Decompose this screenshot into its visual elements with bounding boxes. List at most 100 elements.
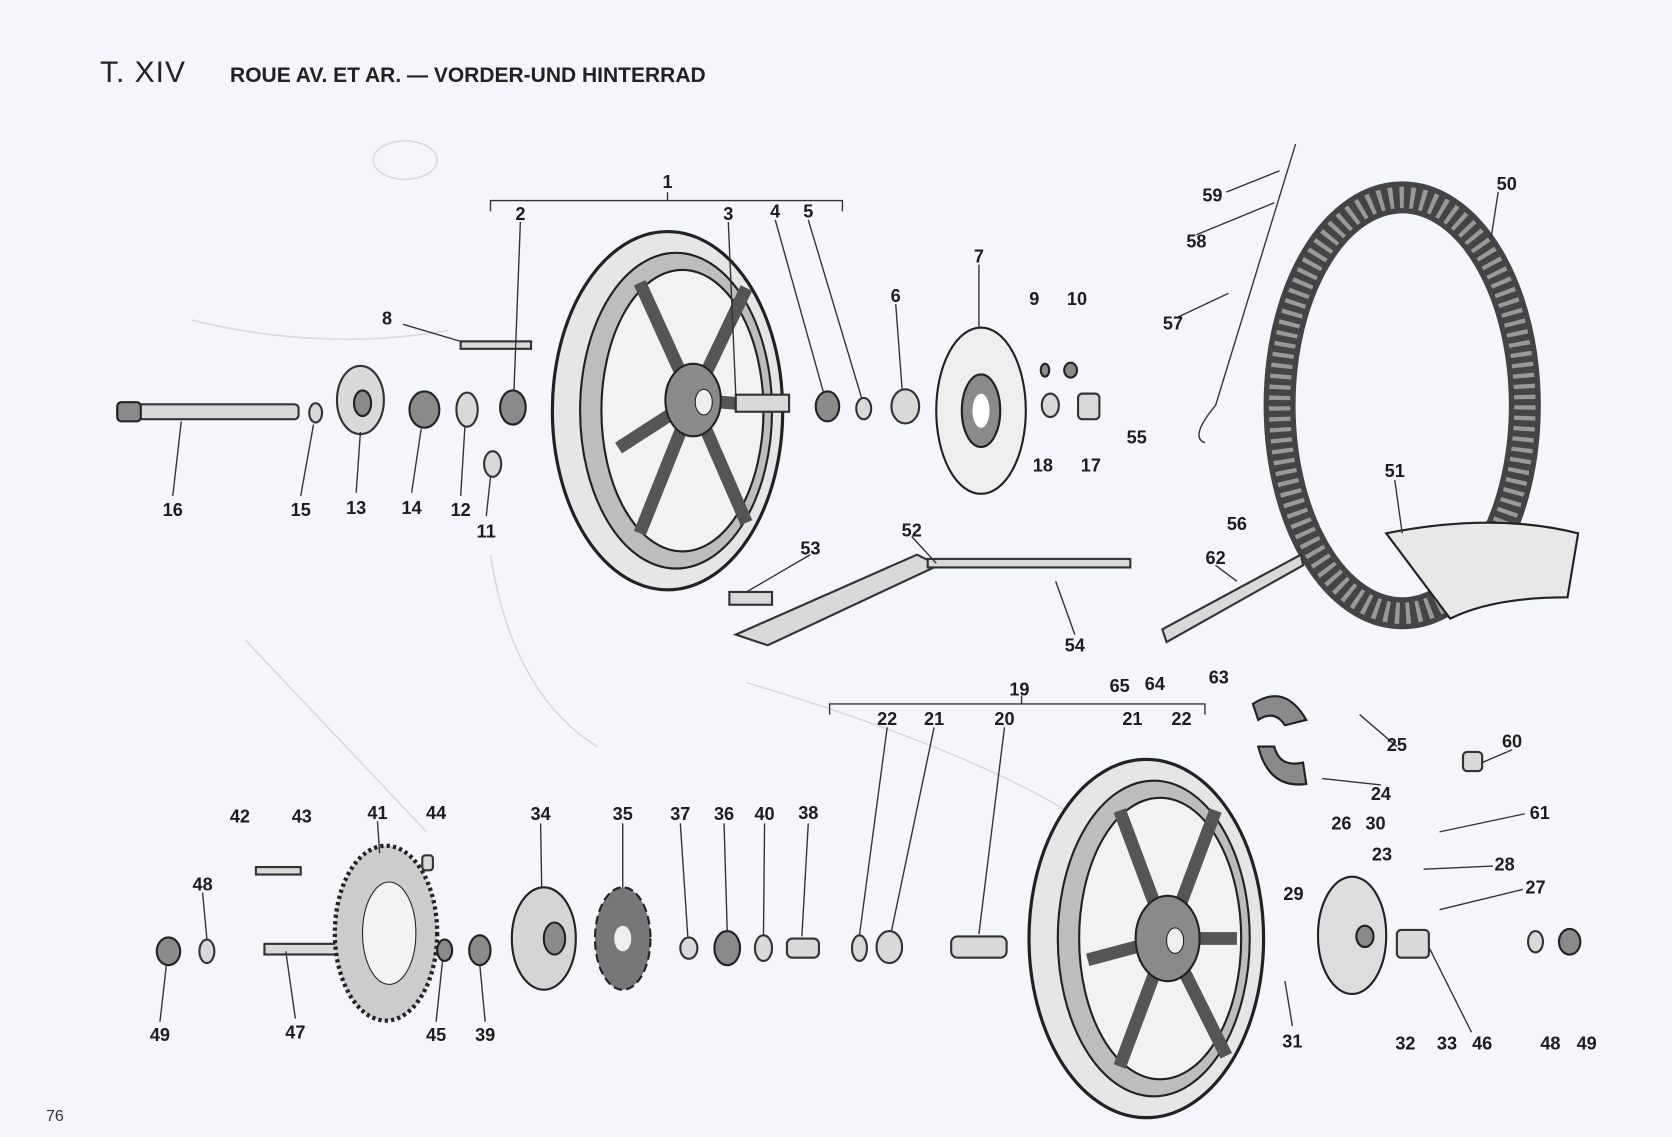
bearing-36	[713, 929, 742, 967]
callout-2: 2	[515, 204, 525, 224]
page-title: ROUE AV. ET AR. — VORDER-UND HINTERRAD	[230, 64, 706, 87]
sprocket-41	[332, 843, 440, 1023]
washer-15	[308, 402, 324, 424]
callout-21: 21	[924, 709, 944, 729]
spacer-6	[890, 388, 921, 425]
bolt-8	[459, 340, 533, 350]
callout-32: 32	[1395, 1033, 1415, 1053]
callout-60: 60	[1502, 732, 1522, 752]
callout-56: 56	[1227, 514, 1247, 534]
callout-48-rear: 48	[1540, 1033, 1560, 1053]
spacer-tube-20	[950, 935, 1008, 959]
nut-44	[421, 854, 434, 872]
callout-30: 30	[1365, 814, 1385, 834]
seal-40	[753, 934, 774, 962]
callout-57: 57	[1163, 314, 1183, 334]
brake-disc-7	[935, 326, 1027, 495]
bearing-2	[499, 389, 527, 426]
callout-10: 10	[1067, 289, 1087, 309]
circlip-5	[855, 396, 873, 421]
page-header: T. XIV ROUE AV. ET AR. — VORDER-UND HINT…	[100, 56, 706, 90]
callout-36: 36	[714, 804, 734, 824]
seal-12	[455, 391, 479, 428]
callout-26: 26	[1331, 814, 1351, 834]
front-wheel	[550, 229, 791, 592]
callout-33: 33	[1437, 1033, 1457, 1053]
nut-60	[1461, 750, 1484, 773]
brake-shoes-24	[1251, 695, 1308, 786]
callout-53: 53	[800, 539, 820, 559]
callout-16: 16	[163, 500, 183, 520]
callout-27: 27	[1525, 878, 1545, 898]
spacer-37	[679, 936, 699, 960]
callout-11: 11	[477, 522, 496, 542]
nut-17	[1076, 392, 1101, 421]
callout-20: 20	[994, 709, 1014, 729]
callout-labels: 1 2 3 4 5 6 7 8 9 10 11 12 13 14 15 16 1…	[150, 172, 1597, 1054]
tire-50	[1263, 181, 1580, 630]
callout-28: 28	[1495, 854, 1515, 874]
callout-51: 51	[1385, 461, 1405, 481]
callout-47: 47	[285, 1023, 305, 1043]
callout-13: 13	[346, 498, 366, 518]
callout-24: 24	[1371, 784, 1391, 804]
callout-59: 59	[1202, 186, 1222, 206]
washer-48b	[1526, 929, 1545, 954]
callout-3: 3	[723, 204, 733, 224]
callout-7: 7	[974, 246, 984, 266]
brake-plate-23	[1316, 875, 1388, 996]
hub-flange-34	[510, 886, 577, 991]
callout-46: 46	[1472, 1033, 1492, 1053]
callout-14: 14	[402, 498, 422, 518]
bolt-42	[254, 866, 302, 876]
callout-58: 58	[1186, 232, 1206, 252]
callout-61: 61	[1530, 803, 1550, 823]
callout-44: 44	[426, 803, 446, 823]
page-number: 76	[46, 1108, 64, 1125]
callout-54: 54	[1065, 636, 1085, 656]
callout-31: 31	[1282, 1031, 1302, 1051]
arm-62	[1161, 553, 1305, 644]
callout-63: 63	[1209, 668, 1229, 688]
nut-49	[155, 936, 182, 967]
callout-65: 65	[1110, 676, 1130, 696]
rear-wheel	[1027, 757, 1266, 1120]
nut-49b	[1557, 927, 1582, 956]
callout-48: 48	[193, 875, 213, 895]
nut-10	[1063, 361, 1079, 379]
bearing-4	[814, 390, 841, 423]
callout-4: 4	[770, 202, 780, 222]
washer-48	[198, 938, 216, 965]
spacer-38	[785, 937, 821, 959]
washer-18	[1040, 392, 1060, 419]
brake-rod-52	[728, 553, 1305, 647]
bearing-39	[468, 934, 492, 967]
callout-37: 37	[670, 804, 690, 824]
callout-22: 22	[877, 709, 897, 729]
washer-22	[850, 934, 868, 962]
bearing-21	[875, 929, 904, 965]
leader-lines	[159, 170, 1525, 1033]
callout-19: 19	[1009, 679, 1029, 699]
callout-12: 12	[451, 500, 471, 520]
callout-43: 43	[292, 806, 312, 826]
callout-15: 15	[291, 500, 311, 520]
callout-8: 8	[382, 308, 392, 328]
bleed-through-ghost	[191, 140, 1067, 833]
section-number: T. XIV	[100, 56, 187, 89]
callout-18: 18	[1033, 455, 1053, 475]
bearing-14	[408, 390, 441, 429]
washer-11	[483, 450, 503, 478]
callout-45: 45	[426, 1025, 446, 1045]
callout-22-rear: 22	[1171, 709, 1191, 729]
callout-50: 50	[1497, 174, 1517, 194]
callout-38: 38	[798, 803, 818, 823]
callout-6: 6	[891, 286, 901, 306]
callout-64: 64	[1145, 674, 1165, 694]
callout-42: 42	[230, 806, 250, 826]
spoke-57	[1198, 143, 1297, 444]
callout-49: 49	[150, 1025, 170, 1045]
callout-9: 9	[1029, 289, 1039, 309]
spacer-46	[1395, 928, 1430, 959]
